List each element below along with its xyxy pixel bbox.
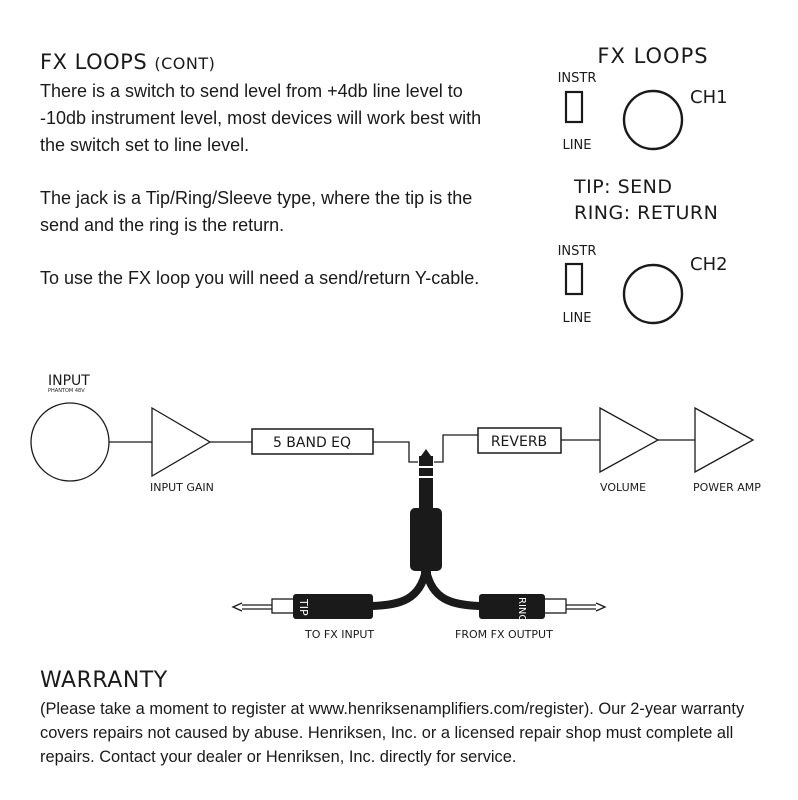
ring-plug-body bbox=[479, 594, 545, 619]
section-title-suffix: (CONT) bbox=[154, 54, 216, 73]
to-fx-input-label: TO FX INPUT bbox=[304, 628, 374, 641]
from-fx-output-label: FROM FX OUTPUT bbox=[455, 628, 553, 641]
paragraph-y-cable: To use the FX loop you will need a send/… bbox=[40, 268, 480, 288]
volume-triangle bbox=[599, 406, 660, 474]
input-label: INPUT bbox=[48, 373, 90, 389]
ring-plug-label: RING bbox=[516, 597, 527, 622]
fx-loops-panel: FX LOOPS INSTR LINE CH1 TIP: SEND RING: … bbox=[558, 44, 728, 326]
ch1-line-label: LINE bbox=[562, 138, 591, 153]
input-gain-triangle bbox=[151, 406, 212, 478]
volume-label: VOLUME bbox=[600, 481, 646, 494]
input-jack-circle bbox=[30, 402, 110, 482]
warranty-title: WARRANTY bbox=[40, 668, 168, 693]
panel-title: FX LOOPS bbox=[597, 44, 708, 68]
wire-return-reverb bbox=[434, 434, 478, 463]
paragraph-switch: There is a switch to send level from +4d… bbox=[40, 81, 482, 155]
tip-plug-body bbox=[293, 594, 373, 619]
tip-send-label: TIP: SEND bbox=[573, 176, 673, 198]
ch1-instr-label: INSTR bbox=[558, 71, 597, 86]
ring-plug-point-icon bbox=[595, 602, 607, 612]
power-amp-label: POWER AMP bbox=[693, 481, 761, 494]
tip-plug-label: TIP bbox=[297, 598, 310, 616]
input-gain-label: INPUT GAIN bbox=[150, 481, 214, 494]
ch2-line-label: LINE bbox=[562, 311, 591, 326]
ch2-fx-jack[interactable] bbox=[622, 263, 684, 325]
ring-return-label: RING: RETURN bbox=[574, 202, 718, 224]
reverb-label: REVERB bbox=[491, 434, 547, 450]
ch1-level-switch[interactable] bbox=[564, 90, 584, 124]
trs-plug-tip-icon bbox=[421, 449, 431, 456]
paragraph-jack: The jack is a Tip/Ring/Sleeve type, wher… bbox=[40, 188, 473, 235]
section-title: FX LOOPS (CONT) bbox=[40, 50, 215, 74]
phantom-label: PHANTOM 48V bbox=[48, 388, 85, 394]
ch1-label: CH1 bbox=[690, 87, 728, 108]
eq-label: 5 BAND EQ bbox=[273, 435, 351, 451]
wire-eq-send bbox=[373, 441, 418, 463]
ch2-instr-label: INSTR bbox=[558, 244, 597, 259]
cable-to-ring bbox=[422, 569, 481, 610]
ch2-level-switch[interactable] bbox=[564, 262, 584, 296]
signal-chain-diagram: INPUT PHANTOM 48V INPUT GAIN 5 BAND EQ R… bbox=[30, 373, 761, 494]
trs-plug-body bbox=[410, 508, 442, 571]
y-cable-illustration: TIP RING TO FX INPUT FROM FX OUTPUT bbox=[231, 449, 607, 641]
cable-to-tip bbox=[371, 569, 430, 610]
ch1-fx-jack[interactable] bbox=[622, 89, 684, 151]
warranty-text: (Please take a moment to register at www… bbox=[40, 700, 745, 766]
tip-plug-point-icon bbox=[231, 602, 243, 612]
ch2-label: CH2 bbox=[690, 254, 728, 275]
section-title-main: FX LOOPS bbox=[40, 50, 148, 74]
power-amp-triangle bbox=[694, 406, 755, 474]
